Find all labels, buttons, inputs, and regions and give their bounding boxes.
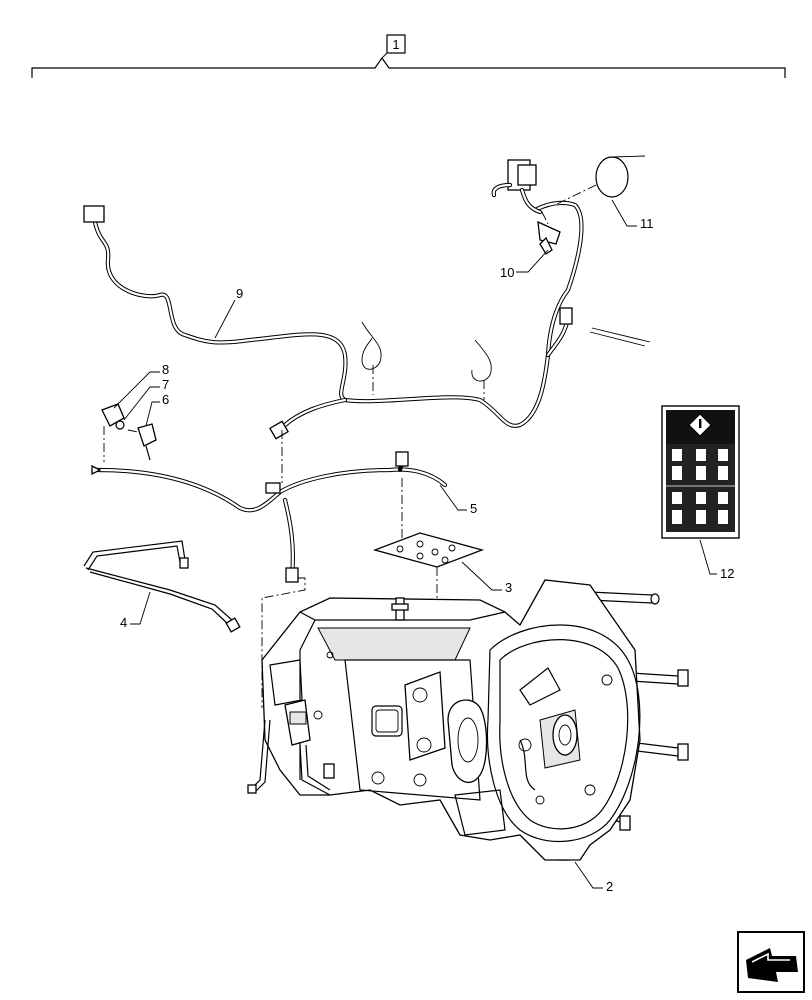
sensor-connector-10 [491, 159, 561, 255]
hydraulic-pipe-4 [83, 540, 241, 633]
callout-5-label: 5 [470, 501, 477, 516]
navigation-arrow-icon[interactable] [737, 931, 805, 993]
pressure-sensor-6-7-8 [101, 403, 157, 462]
callout-8-label: 8 [162, 362, 169, 377]
callout-7-label: 7 [162, 377, 169, 392]
callout-12-label: 12 [720, 566, 734, 581]
callout-11-label: 11 [640, 216, 654, 231]
assembly-bracket: 1 [31, 34, 786, 78]
callout-3-label: 3 [505, 580, 512, 595]
callout-2-label: 2 [606, 879, 613, 894]
gasket-plate-3 [372, 532, 485, 625]
page-marker-label: 1 [392, 37, 399, 52]
transmission-housing-2 [247, 579, 689, 861]
wiring-harness-9 [83, 200, 651, 440]
hose-clamp-11 [554, 155, 646, 206]
callout-9-label: 9 [236, 286, 243, 301]
callout-4-label: 4 [120, 615, 127, 630]
wiring-harness-5 [91, 430, 448, 708]
warning-decal-12 [661, 405, 740, 539]
callout-10-label: 10 [500, 265, 514, 280]
callout-6-label: 6 [162, 392, 169, 407]
